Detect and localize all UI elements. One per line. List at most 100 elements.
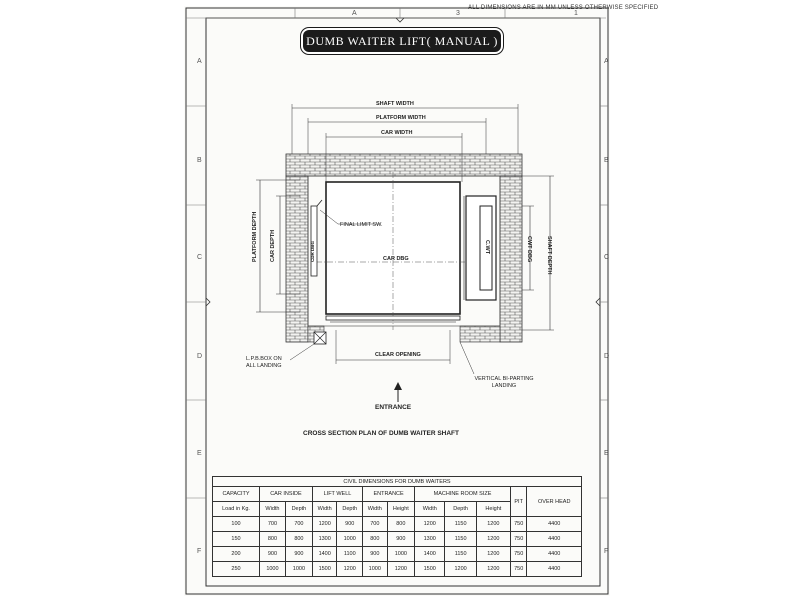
table-cell: 1200 — [336, 561, 364, 577]
table-cell: 1400 — [414, 546, 446, 562]
table-row: 250 1000 1000 1500 1200 1000 1200 1500 1… — [212, 561, 582, 577]
grid-label-top-2: 3 — [456, 10, 460, 17]
subheader-entrance-height: Height — [386, 501, 416, 517]
subheader-load: Load in Kg. — [212, 501, 260, 517]
table-cell: 1000 — [386, 546, 416, 562]
table-cell: 700 — [258, 516, 286, 532]
table-cell: 1200 — [475, 561, 511, 577]
table-title: CIVIL DIMENSIONS FOR DUMB WAITERS — [212, 476, 582, 487]
grid-label-left-f: F — [197, 548, 202, 555]
platform-depth-label: PLATFORM DEPTH — [252, 211, 258, 262]
table-row: 150 800 800 1300 1000 800 900 1300 1150 … — [212, 531, 582, 547]
table-cell: 1000 — [336, 531, 364, 547]
table-cell: 1300 — [414, 531, 446, 547]
table-cell: 1500 — [414, 561, 446, 577]
table-cell: 1300 — [311, 531, 338, 547]
subheader-mr-depth: Depth — [444, 501, 477, 517]
civil-dimensions-table: CIVIL DIMENSIONS FOR DUMB WAITERS CAPACI… — [212, 476, 582, 577]
table-cell: 1150 — [444, 516, 477, 532]
car-width-label: CAR WIDTH — [381, 130, 413, 136]
drawing-title: DUMB WAITER LIFT( MANUAL ) — [303, 30, 501, 52]
subheader-mr-height: Height — [475, 501, 511, 517]
grid-label-left-b: B — [197, 157, 202, 164]
table-cell: 750 — [509, 516, 528, 532]
table-cell: 4400 — [526, 561, 582, 577]
grid-label-left-e: E — [197, 450, 202, 457]
grid-label-left-a: A — [197, 58, 202, 65]
table-cell: 1000 — [284, 561, 313, 577]
table-cell: 1500 — [311, 561, 338, 577]
car — [325, 181, 461, 315]
shaft-width-label: SHAFT WIDTH — [376, 101, 414, 107]
table-cell: 800 — [258, 531, 286, 547]
group-capacity: CAPACITY — [212, 486, 260, 502]
final-limit-label: FINAL LIMIT SW. — [340, 222, 383, 228]
top-wall — [285, 153, 523, 177]
grid-label-left-c: C — [197, 254, 203, 261]
shaft-depth-label: SHAFT DEPTH — [546, 236, 552, 275]
table-cell: 700 — [362, 516, 388, 532]
grid-label-right-f: F — [604, 548, 609, 555]
bi-parting-label: VERTICAL BI-PARTING LANDING — [474, 376, 534, 389]
subheader-car-width: Width — [258, 501, 286, 517]
subheader-car-depth: Depth — [284, 501, 313, 517]
table-cell: 1200 — [414, 516, 446, 532]
grid-label-right-a: A — [604, 58, 609, 65]
table-cell: 750 — [509, 546, 528, 562]
table-cell: 900 — [258, 546, 286, 562]
table-cell: 900 — [386, 531, 416, 547]
grid-label-right-b: B — [604, 157, 609, 164]
group-entrance: ENTRANCE — [362, 486, 416, 502]
subheader-mr-width: Width — [414, 501, 446, 517]
table-cell: 150 — [212, 531, 260, 547]
group-machine-room: MACHINE ROOM SIZE — [414, 486, 511, 502]
platform-width-label: PLATFORM WIDTH — [376, 115, 426, 121]
group-car-inside: CAR INSIDE — [258, 486, 313, 502]
table-cell: 1200 — [444, 561, 477, 577]
cwt-dbg-label: CWT DBG — [526, 236, 532, 263]
table-cell: 800 — [362, 531, 388, 547]
grid-label-top-3: 1 — [574, 10, 578, 17]
table-cell: 1400 — [311, 546, 338, 562]
table-cell: 1200 — [475, 531, 511, 547]
table-cell: 1150 — [444, 546, 477, 562]
grid-label-right-c: C — [604, 254, 610, 261]
table-cell: 750 — [509, 561, 528, 577]
subheader-entrance-width: Width — [362, 501, 388, 517]
right-wall — [499, 175, 523, 343]
grid-label-right-d: D — [604, 353, 610, 360]
car-dbg-label: CAR DBG — [383, 256, 409, 262]
table-cell: 200 — [212, 546, 260, 562]
plan-caption: CROSS SECTION PLAN OF DUMB WAITER SHAFT — [303, 430, 459, 437]
table-cell: 100 — [212, 516, 260, 532]
table-cell: 250 — [212, 561, 260, 577]
group-lift-well: LIFT WELL — [311, 486, 364, 502]
table-cell: 800 — [386, 516, 416, 532]
table-cell: 1200 — [386, 561, 416, 577]
counterweight — [479, 205, 493, 291]
table-cell: 900 — [336, 516, 364, 532]
table-cell: 4400 — [526, 531, 582, 547]
outer-border — [185, 7, 609, 595]
left-wall — [285, 175, 309, 343]
table-cell: 900 — [284, 546, 313, 562]
grid-label-top-1: A — [352, 10, 357, 17]
table-cell: 750 — [509, 531, 528, 547]
group-pit: PIT — [509, 486, 528, 517]
table-cell: 4400 — [526, 546, 582, 562]
clear-opening-label: CLEAR OPENING — [375, 352, 421, 358]
grid-label-left-d: D — [197, 353, 203, 360]
table-cell: 700 — [284, 516, 313, 532]
cwt-label: C.WT — [484, 240, 490, 255]
table-cell: 1200 — [475, 516, 511, 532]
entrance-label: ENTRANCE — [375, 404, 412, 411]
group-over-head: OVER HEAD — [526, 486, 582, 517]
table-group-row: CAPACITY CAR INSIDE LIFT WELL ENTRANCE M… — [212, 486, 582, 517]
grid-label-right-e: E — [604, 450, 609, 457]
table-cell: 1200 — [475, 546, 511, 562]
table-cell: 1100 — [336, 546, 364, 562]
table-cell: 4400 — [526, 516, 582, 532]
table-cell: 800 — [284, 531, 313, 547]
table-cell: 1000 — [258, 561, 286, 577]
